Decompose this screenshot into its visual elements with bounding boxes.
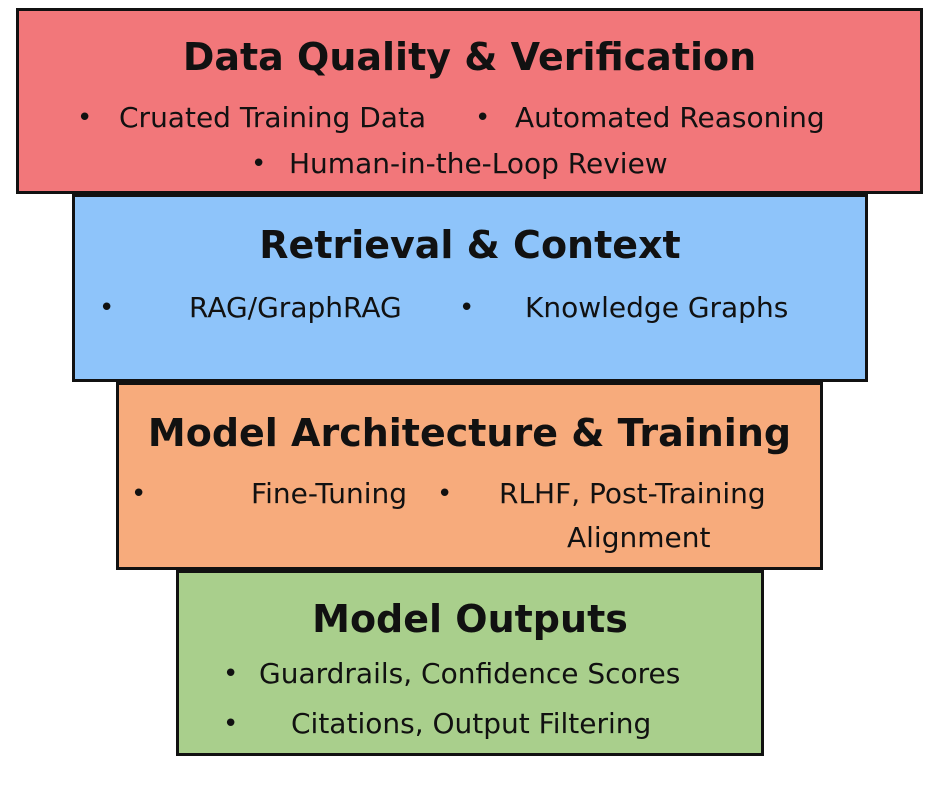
layer-item: RAG/GraphRAG [189, 291, 402, 324]
layer-title: Model Architecture & Training [147, 411, 792, 455]
layer-item: Automated Reasoning [515, 101, 825, 134]
layer-model-architecture: Model Architecture & Training • Fine-Tun… [116, 382, 823, 570]
layer-title: Data Quality & Verification [182, 35, 757, 79]
layer-item: Fine-Tuning [251, 477, 407, 510]
layer-item: Cruated Training Data [119, 101, 427, 134]
bullet: • [99, 293, 115, 323]
layer-item: Knowledge Graphs [525, 291, 789, 324]
bullet: • [251, 149, 267, 179]
bullet: • [437, 479, 453, 509]
bullet: • [131, 479, 147, 509]
layer-item: Citations, Output Filtering [291, 707, 652, 740]
layer-item: Human-in-the-Loop Review [289, 147, 668, 180]
bullet: • [459, 293, 475, 323]
layer-retrieval-context: Retrieval & Context • RAG/GraphRAG • Kno… [72, 194, 868, 382]
bullet: • [223, 709, 239, 739]
layer-item: Guardrails, Confidence Scores [259, 657, 681, 690]
bullet: • [475, 103, 491, 133]
layer-title: Model Outputs [312, 597, 628, 641]
layer-title: Retrieval & Context [259, 223, 681, 267]
bullet: • [77, 103, 93, 133]
bullet: • [223, 659, 239, 689]
layer-item: RLHF, Post-Training [499, 477, 766, 510]
layer-model-outputs: Model Outputs • Guardrails, Confidence S… [176, 570, 764, 756]
layer-data-quality: Data Quality & Verification • Cruated Tr… [16, 8, 923, 194]
layer-item: Alignment [567, 521, 711, 554]
